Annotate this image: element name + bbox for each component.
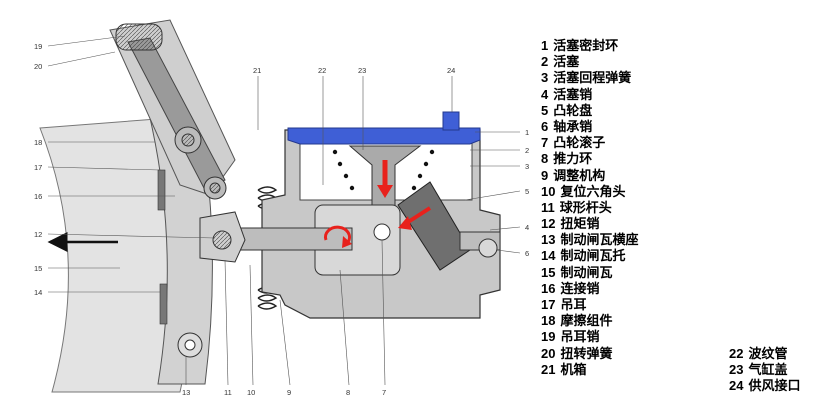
callout-9: 9 bbox=[287, 388, 291, 397]
callout-8: 8 bbox=[346, 388, 350, 397]
force-arrow-diag-head bbox=[398, 216, 412, 230]
callout-10: 10 bbox=[247, 388, 255, 397]
cam-roller bbox=[373, 223, 391, 241]
leader-lines bbox=[47, 35, 521, 386]
air-inlet bbox=[442, 111, 460, 131]
cylinder-cap bbox=[287, 127, 481, 145]
callout-2: 2 bbox=[525, 146, 529, 155]
callout-21: 21 bbox=[253, 66, 261, 75]
rotation-arrow-head bbox=[342, 236, 352, 248]
torque-pin bbox=[212, 230, 232, 250]
shoe-lining-bottom bbox=[159, 283, 168, 325]
callout-20: 20 bbox=[34, 62, 42, 71]
callout-12: 12 bbox=[34, 230, 42, 239]
callout-7: 7 bbox=[382, 388, 386, 397]
callout-24: 24 bbox=[447, 66, 455, 75]
callout-4: 4 bbox=[525, 223, 529, 232]
callout-19: 19 bbox=[34, 42, 42, 51]
callout-11: 11 bbox=[224, 388, 232, 397]
pin-lower-inner bbox=[209, 182, 221, 194]
callout-15: 15 bbox=[34, 264, 42, 273]
crossbeam-pin-13-inner bbox=[184, 339, 196, 351]
callout-23: 23 bbox=[358, 66, 366, 75]
callout-1: 1 bbox=[525, 128, 529, 137]
callout-16: 16 bbox=[34, 192, 42, 201]
callout-3: 3 bbox=[525, 162, 529, 171]
callout-6: 6 bbox=[525, 249, 529, 258]
shoe-lining-top bbox=[157, 169, 166, 211]
rotation-arrow bbox=[324, 225, 351, 243]
callout-5: 5 bbox=[525, 187, 529, 196]
hanger-pin-19 bbox=[115, 23, 163, 51]
piston-return-spring bbox=[332, 149, 435, 191]
callout-17: 17 bbox=[34, 163, 42, 172]
reset-hex bbox=[478, 238, 498, 258]
callout-13: 13 bbox=[182, 388, 190, 397]
callout-14: 14 bbox=[34, 288, 42, 297]
callout-18: 18 bbox=[34, 138, 42, 147]
brake-unit-diagram: 19 20 18 17 16 12 15 14 21 22 23 24 1 2 … bbox=[34, 19, 529, 397]
callout-22: 22 bbox=[318, 66, 326, 75]
connecting-pin-16-inner bbox=[181, 133, 195, 147]
force-arrow-down-head bbox=[377, 185, 393, 198]
